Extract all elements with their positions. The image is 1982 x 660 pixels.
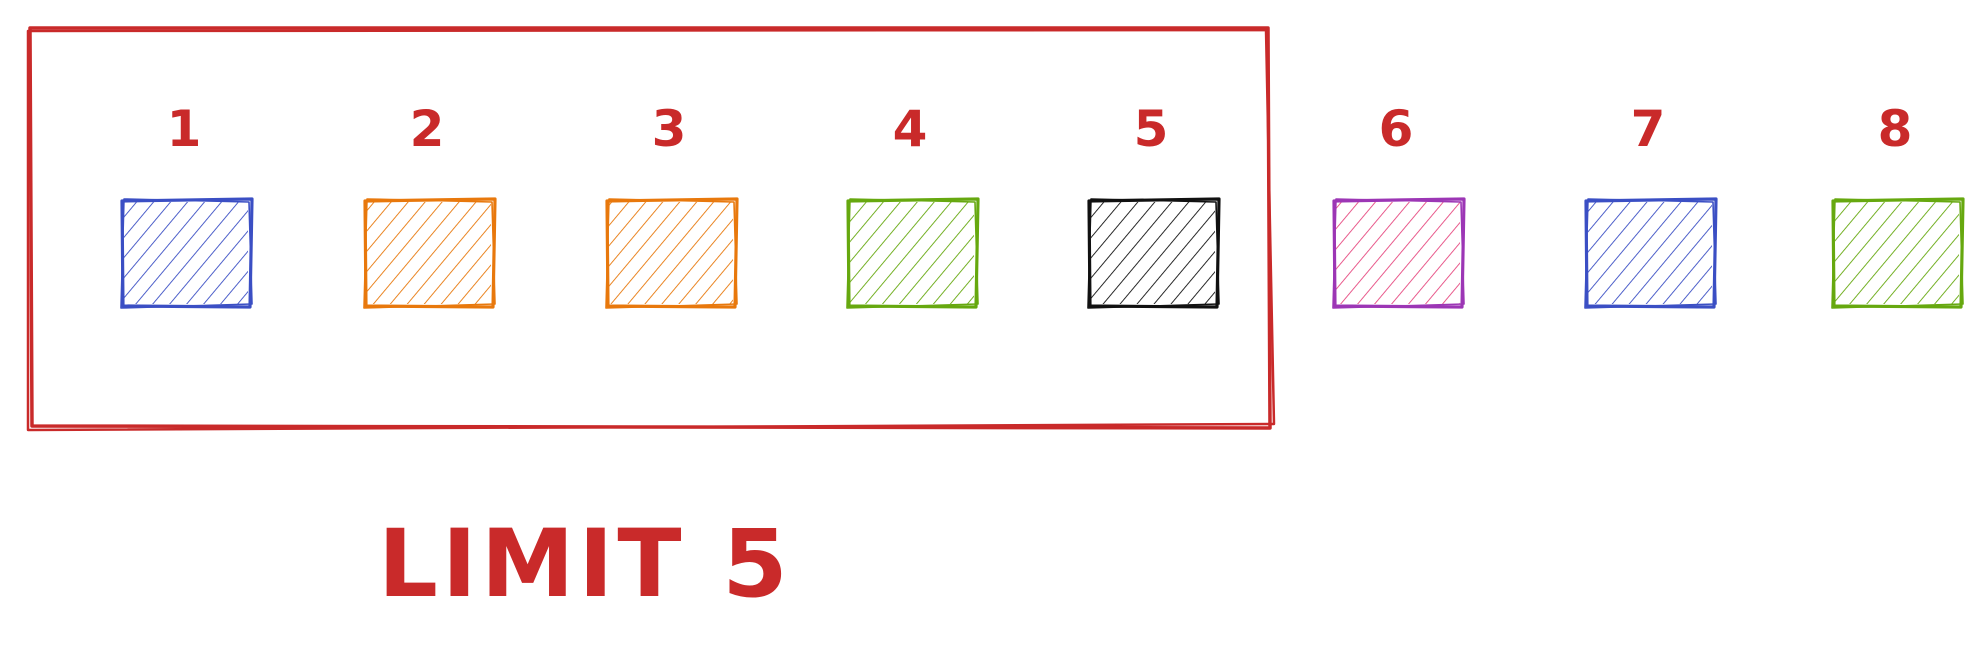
hatched-box-fill: [1336, 202, 1460, 304]
hatched-box-fill: [609, 202, 733, 304]
hatched-box-fill: [1091, 202, 1215, 304]
hatched-box-outline-sketch: [1584, 198, 1717, 309]
hatched-box-outline-sketch: [1831, 198, 1964, 309]
item-8: 8: [1831, 100, 1965, 309]
item-4: 4: [846, 100, 980, 309]
item-number-label: 7: [1631, 100, 1666, 158]
hatched-box-outline-sketch: [120, 198, 253, 309]
item-number-label: 5: [1134, 100, 1169, 158]
item-5: 5: [1087, 100, 1221, 309]
limit-label: LIMIT 5: [378, 510, 792, 619]
item-7: 7: [1584, 100, 1718, 309]
item-3: 3: [605, 100, 739, 309]
item-number-label: 1: [167, 100, 202, 158]
item-2: 2: [363, 100, 497, 309]
items-row: 1 2 3 4 5 6 7 8: [120, 100, 1965, 309]
item-6: 6: [1332, 100, 1466, 309]
hatched-box-outline-sketch: [846, 198, 979, 309]
hatched-box-fill: [367, 202, 491, 304]
item-1: 1: [120, 100, 254, 309]
hatched-box-fill: [850, 202, 974, 304]
item-number-label: 6: [1379, 100, 1414, 158]
item-number-label: 8: [1878, 100, 1913, 158]
hatched-box-outline-sketch: [605, 198, 738, 309]
item-number-label: 3: [652, 100, 687, 158]
hatched-box-outline-sketch: [363, 198, 496, 309]
hatched-box-fill: [124, 202, 248, 304]
item-number-label: 2: [410, 100, 445, 158]
hatched-box-fill: [1835, 202, 1959, 304]
item-number-label: 4: [893, 100, 928, 158]
hatched-box-outline-sketch: [1332, 198, 1465, 309]
hatched-box-fill: [1588, 202, 1712, 304]
limit-window-frame: [26, 26, 1276, 432]
hatched-box-outline-sketch: [1087, 198, 1220, 309]
